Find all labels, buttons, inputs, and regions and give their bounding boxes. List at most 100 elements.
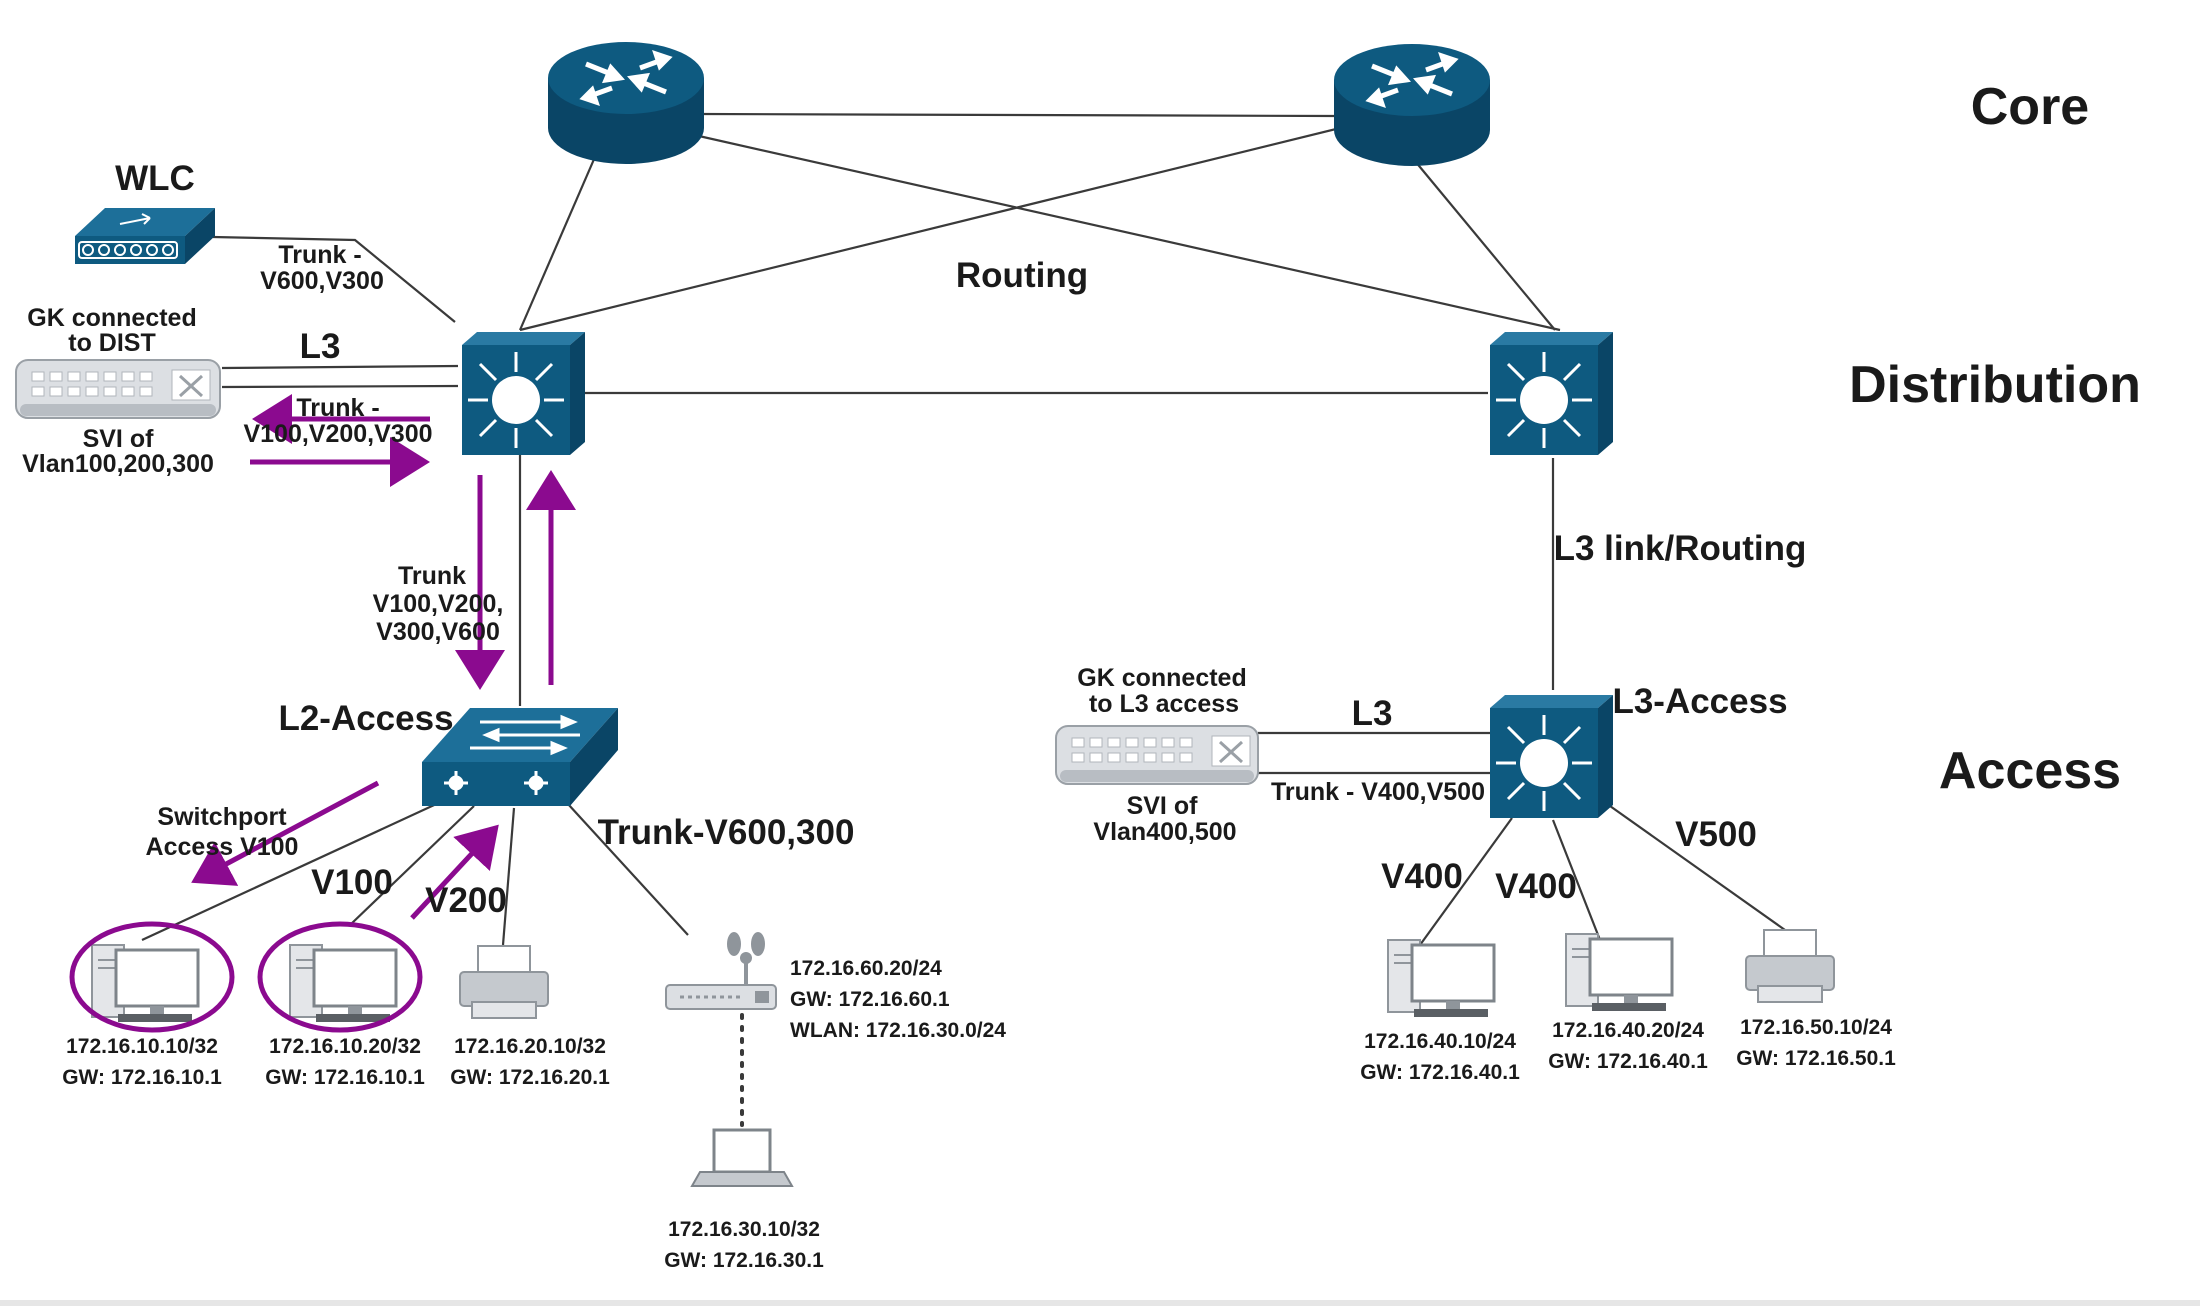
link-l3-pc4 xyxy=(1551,819,1602,941)
laptop[interactable] xyxy=(690,1128,794,1187)
svi-left-label-1: SVI of xyxy=(83,425,155,453)
arrow-from-pc2 xyxy=(410,824,499,920)
wlc-device[interactable] xyxy=(75,208,215,264)
cross-arrows-icon xyxy=(1218,740,1244,764)
tier-distribution-label: Distribution xyxy=(1849,356,2141,414)
ap-gw: GW: 172.16.60.1 xyxy=(790,988,950,1011)
printer-1[interactable] xyxy=(459,945,549,1019)
pc-1[interactable] xyxy=(91,944,200,1022)
gk-dist-label-2: to DIST xyxy=(68,329,156,357)
link-l3-pc3 xyxy=(1419,817,1513,946)
wlc-label: WLC xyxy=(115,159,195,198)
link-core2-dist2 xyxy=(1409,154,1556,331)
trunk-uplink-label-2: V100,V200, xyxy=(373,590,504,618)
l2-access-switch[interactable] xyxy=(422,708,618,806)
l3-access-label: L3-Access xyxy=(1612,682,1787,721)
v400-b-label: V400 xyxy=(1495,867,1577,906)
link-core1-dist1 xyxy=(518,149,600,331)
routing-label: Routing xyxy=(956,256,1088,295)
tier-core-label: Core xyxy=(1971,78,2089,136)
printer2-gw: GW: 172.16.50.1 xyxy=(1736,1047,1896,1070)
link-l2-pc1 xyxy=(141,799,446,941)
traffic-flow-arrows xyxy=(69,394,576,1033)
trunk-wlc-label-1: Trunk - xyxy=(278,241,361,269)
svi-right-label-1: SVI of xyxy=(1127,792,1199,820)
multilayer-arrows-icon xyxy=(468,352,564,448)
link-gk-dist1-b xyxy=(221,384,459,389)
multilayer-arrows-icon xyxy=(1496,715,1592,811)
gk-l3-label-1: GK connected xyxy=(1077,664,1246,692)
switch-ports-icon xyxy=(31,371,153,397)
distribution-switch-2[interactable] xyxy=(1490,332,1613,455)
link-core2-dist1 xyxy=(519,126,1341,332)
ap-ip: 172.16.60.20/24 xyxy=(790,957,942,980)
v400-a-label: V400 xyxy=(1381,857,1463,896)
link-gk-dist1-a xyxy=(221,364,459,370)
gk-l3-label-2: to L3 access xyxy=(1089,690,1239,718)
l3-left-label: L3 xyxy=(300,327,341,366)
pc-4[interactable] xyxy=(1565,933,1674,1011)
l2-access-label: L2-Access xyxy=(278,699,453,738)
printer1-gw: GW: 172.16.20.1 xyxy=(450,1066,610,1089)
pc2-gw: GW: 172.16.10.1 xyxy=(265,1066,425,1089)
link-l2-ap xyxy=(567,803,689,936)
printer-2[interactable] xyxy=(1745,929,1835,1003)
pc1-gw: GW: 172.16.10.1 xyxy=(62,1066,222,1089)
gk-switch-dist[interactable] xyxy=(15,359,221,419)
v100-label: V100 xyxy=(311,863,393,902)
switch-arrows-icon xyxy=(444,714,580,795)
laptop-ip: 172.16.30.10/32 xyxy=(668,1218,820,1241)
svi-left-label-2: Vlan100,200,300 xyxy=(22,450,214,478)
highlight-pc2 xyxy=(257,921,423,1033)
arrow-to-pc1 xyxy=(191,780,380,886)
trunk-uplink-label-3: V300,V600 xyxy=(376,618,500,646)
switchport-label-1: Switchport xyxy=(157,803,287,831)
pc-2[interactable] xyxy=(289,944,398,1022)
printer2-ip: 172.16.50.10/24 xyxy=(1740,1016,1892,1039)
svi-right-label-2: Vlan400,500 xyxy=(1093,818,1236,846)
l3-link-label: L3 link/Routing xyxy=(1554,529,1807,568)
v200-label: V200 xyxy=(425,881,507,920)
gk-dist-label-1: GK connected xyxy=(27,304,196,332)
gk-switch-l3access[interactable] xyxy=(1055,725,1259,785)
trunk-uplink-label-1: Trunk xyxy=(398,562,466,590)
core-router-2[interactable] xyxy=(1334,44,1490,166)
links xyxy=(141,112,1786,1127)
multilayer-arrows-icon xyxy=(1496,352,1592,448)
link-l3-printer2 xyxy=(1609,805,1786,931)
core-router-1[interactable] xyxy=(548,42,704,164)
antenna-icon xyxy=(727,932,765,964)
router-arrows-icon xyxy=(579,50,673,106)
trunk-wlc-label-2: V600,V300 xyxy=(260,267,384,295)
router-arrows-icon xyxy=(1365,52,1459,108)
switchport-label-2: Access V100 xyxy=(146,833,299,861)
switch-ports-icon xyxy=(1071,737,1193,763)
link-l2-printer1 xyxy=(501,807,516,946)
trunk-gk-label-2: V100,V200,V300 xyxy=(243,420,432,448)
highlight-pc1 xyxy=(69,921,235,1033)
ap-wlan: WLAN: 172.16.30.0/24 xyxy=(790,1019,1006,1042)
laptop-gw: GW: 172.16.30.1 xyxy=(664,1249,824,1272)
pc1-ip: 172.16.10.10/32 xyxy=(66,1035,218,1058)
tier-access-label: Access xyxy=(1939,742,2121,800)
l3-access-switch[interactable] xyxy=(1490,695,1613,818)
link-wlc-dist1 xyxy=(212,235,456,323)
link-core-core xyxy=(699,112,1336,118)
bottom-edge xyxy=(0,1300,2200,1306)
trunk-ap-label: Trunk-V600,300 xyxy=(598,813,855,852)
distribution-switch-1[interactable] xyxy=(462,332,585,455)
wlc-ports-icon xyxy=(78,213,178,259)
l3-right-label: L3 xyxy=(1352,694,1393,733)
pc-3[interactable] xyxy=(1387,939,1496,1017)
v500-label: V500 xyxy=(1675,815,1757,854)
trunk-right-label: Trunk - V400,V500 xyxy=(1271,778,1485,806)
access-point[interactable] xyxy=(665,932,777,1010)
pc2-ip: 172.16.10.20/32 xyxy=(269,1035,421,1058)
link-core1-dist2 xyxy=(689,132,1561,332)
trunk-gk-label-1: Trunk - xyxy=(296,394,379,422)
printer1-ip: 172.16.20.10/32 xyxy=(454,1035,606,1058)
pc4-gw: GW: 172.16.40.1 xyxy=(1548,1050,1708,1073)
pc3-ip: 172.16.40.10/24 xyxy=(1364,1030,1516,1053)
cross-arrows-icon xyxy=(178,374,204,398)
